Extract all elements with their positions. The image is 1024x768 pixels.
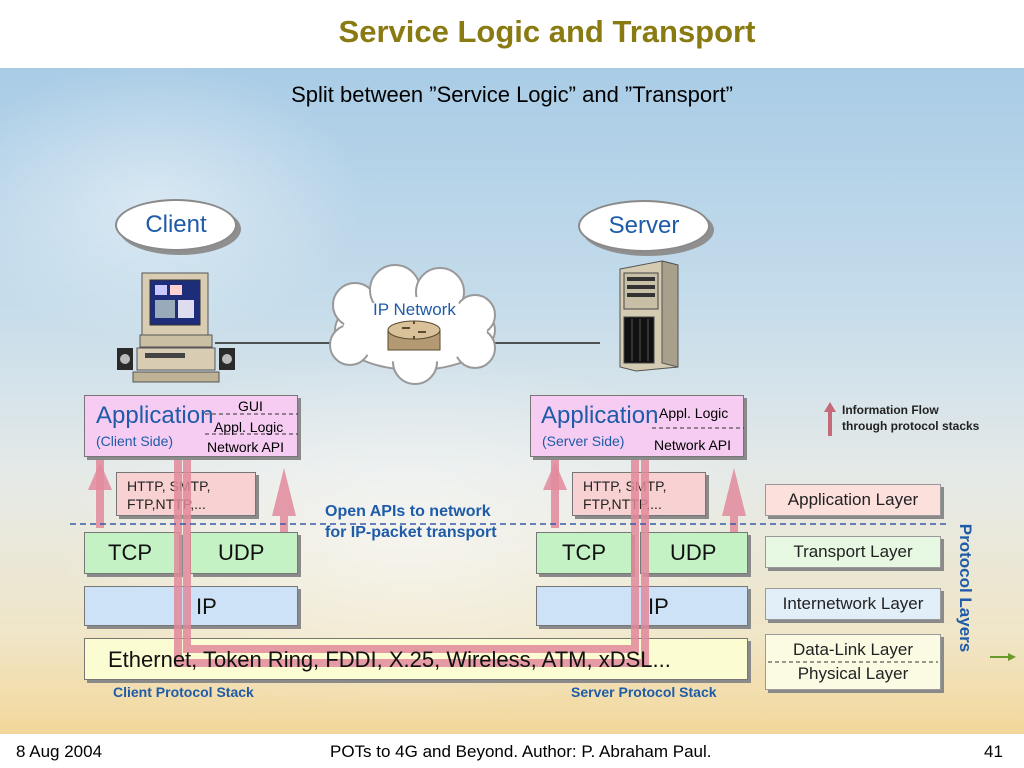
client-stack-label: Client Protocol Stack [113, 684, 254, 700]
flow-legend-line2: through protocol stacks [842, 419, 980, 433]
layer-datalink: Data-Link Layer [792, 640, 913, 659]
client-udp-label: UDP [218, 540, 265, 565]
server-tcp-box [536, 532, 632, 574]
client-label: Client [145, 211, 207, 238]
client-app-gui: GUI [238, 398, 263, 414]
layer-physical: Physical Layer [797, 664, 909, 683]
layer-application: Application Layer [765, 484, 941, 516]
slide-subtitle: Split between ”Service Logic” and ”Trans… [291, 82, 733, 107]
server-app-title: Application [541, 402, 659, 429]
footer-author: POTs to 4G and Beyond. Author: P. Abraha… [330, 742, 712, 761]
server-tcp-label: TCP [562, 540, 606, 565]
slide-title: Service Logic and Transport [338, 14, 756, 49]
open-api-text: Open APIs to network for IP-packet trans… [325, 501, 497, 543]
open-api-line1: Open APIs to network [325, 503, 491, 520]
server-app-divider [652, 427, 744, 429]
client-app-dividers [205, 413, 298, 435]
client-application-box [84, 395, 298, 457]
client-computer-icon [117, 272, 235, 383]
flow-legend-line1: Information Flow [842, 403, 939, 417]
layer-transport: Transport Layer [765, 536, 941, 568]
router-icon [387, 320, 441, 351]
client-app-title: Application [96, 402, 214, 429]
server-app-side: (Server Side) [542, 433, 625, 449]
client-app-logic: Appl. Logic [214, 419, 284, 435]
server-label-oval: Server [578, 200, 710, 252]
open-api-line2: for IP-packet transport [325, 524, 497, 541]
footer-page-number: 41 [984, 742, 1003, 761]
client-label-oval: Client [115, 199, 237, 251]
client-udp-box [190, 532, 298, 574]
protocol-layers-label: Protocol Layers [956, 523, 975, 653]
server-application-box [530, 395, 744, 457]
server-udp-box [640, 532, 748, 574]
server-tower-icon [619, 260, 679, 372]
layer-divider [768, 661, 938, 663]
flow-legend: Information Flow through protocol stacks [842, 402, 979, 434]
client-tcp-label: TCP [108, 540, 152, 565]
legend-arrow-icon [824, 402, 836, 436]
client-app-api: Network API [207, 439, 285, 455]
server-ip-label: IP [648, 594, 669, 619]
footer-date: 8 Aug 2004 [16, 742, 103, 761]
server-udp-label: UDP [670, 540, 717, 565]
client-ip-label: IP [196, 594, 217, 619]
server-stack-label: Server Protocol Stack [571, 684, 717, 700]
client-app-side: (Client Side) [96, 433, 174, 449]
server-label: Server [608, 212, 680, 239]
link-layer-label: Ethernet, Token Ring, FDDI, X.25, Wirele… [108, 647, 671, 672]
network-label: IP Network [373, 300, 456, 319]
server-app-api: Network API [654, 437, 732, 453]
layer-internetwork: Internetwork Layer [765, 588, 941, 620]
server-app-logic: Appl. Logic [659, 405, 729, 421]
